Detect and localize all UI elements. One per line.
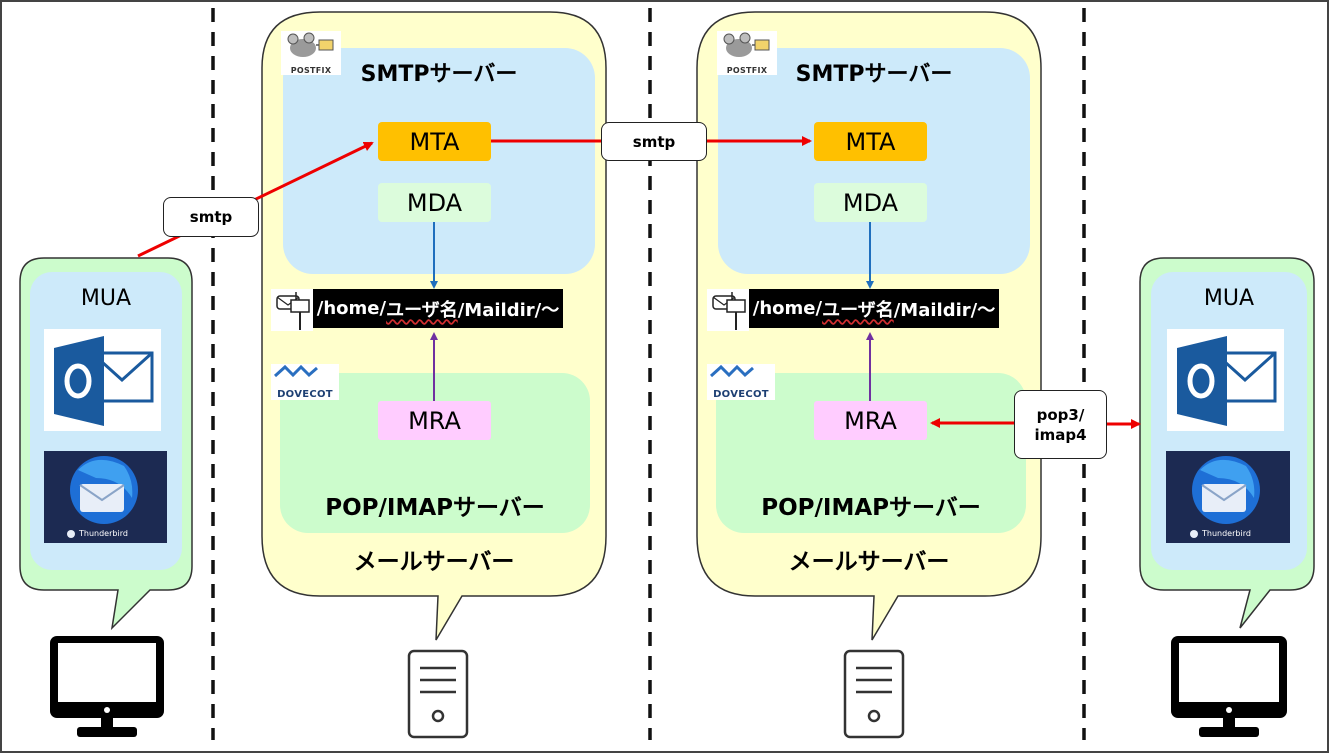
mra-box-left: [378, 401, 491, 440]
mra-label-left: MRA: [408, 406, 461, 435]
mra-label-right: MRA: [844, 406, 897, 435]
mailbox-icon: [271, 289, 313, 331]
maildir-user: ユーザ名: [386, 299, 458, 321]
popimap-server-title-left: POP/IMAPサーバー: [325, 495, 545, 521]
mta-box-right: [814, 122, 927, 161]
thunderbird-icon: [44, 451, 167, 543]
dovecot-logo: DOVECOT: [271, 364, 339, 400]
postfix-mouse-icon: [723, 32, 770, 57]
mra-box-right: [814, 401, 927, 440]
desktop-monitor-icon: [1171, 636, 1287, 737]
outlook-icon: [44, 329, 161, 431]
postfix-logo: POSTFIX: [717, 31, 777, 75]
maildir-path-right: /home/ユーザ名/Maildir/～: [749, 289, 999, 328]
maildir-path-left: /home/ユーザ名/Maildir/～: [313, 289, 563, 328]
thunderbird-wordmark: Thunderbird: [1202, 529, 1251, 538]
smtp-protocol-label-client: smtp: [163, 197, 259, 237]
outlook-icon: [1167, 329, 1284, 431]
smtp-protocol-label-relay: smtp: [601, 122, 707, 161]
imap4-text: imap4: [1034, 425, 1087, 444]
dovecot-logo-text: DOVECOT: [713, 389, 769, 400]
thunderbird-icon: [1166, 451, 1290, 543]
mta-label-left: MTA: [409, 127, 460, 156]
postfix-logo: POSTFIX: [281, 31, 341, 75]
mda-label-left: MDA: [406, 188, 463, 217]
thunderbird-wordmark: Thunderbird: [79, 529, 128, 538]
maildir-prefix: /home/: [316, 298, 387, 319]
popimap-area-left: [280, 373, 590, 533]
dovecot-wave-icon: [709, 364, 754, 378]
mda-box-right: [814, 183, 927, 222]
mda-box-left: [378, 183, 491, 222]
dovecot-logo-text: DOVECOT: [277, 389, 333, 400]
desktop-monitor-icon: [50, 636, 164, 737]
postfix-logo-text: POSTFIX: [726, 66, 768, 75]
mta-label-right: MTA: [845, 127, 896, 156]
maildir-suffix: /Maildir/～: [893, 299, 996, 321]
pop3-text: pop3/: [1036, 405, 1085, 424]
mua-label-right: MUA: [1203, 285, 1255, 311]
tower-server-icon: [843, 649, 905, 739]
maildir-prefix: /home/: [752, 298, 823, 319]
maildir-user: ユーザ名: [822, 299, 894, 321]
postfix-mouse-icon: [287, 32, 334, 57]
dovecot-wave-icon: [273, 364, 318, 378]
mail-server-title-left: メールサーバー: [353, 549, 515, 575]
maildir-suffix: /Maildir/～: [457, 299, 560, 321]
postfix-logo-text: POSTFIX: [290, 66, 332, 75]
mta-box-left: [378, 122, 491, 161]
tower-server-icon: [407, 649, 469, 739]
popimap-server-title-right: POP/IMAPサーバー: [761, 495, 981, 521]
mail-server-title-right: メールサーバー: [788, 549, 950, 575]
mailbox-icon: [707, 289, 749, 331]
smtp-server-title-right: SMTPサーバー: [795, 62, 953, 87]
pop3-imap4-protocol-label: pop3/ imap4: [1014, 390, 1107, 459]
dovecot-logo: DOVECOT: [707, 364, 775, 400]
popimap-area-right: [716, 373, 1026, 533]
mda-label-right: MDA: [842, 188, 899, 217]
mua-label-left: MUA: [80, 285, 132, 311]
smtp-server-title-left: SMTPサーバー: [360, 62, 518, 87]
